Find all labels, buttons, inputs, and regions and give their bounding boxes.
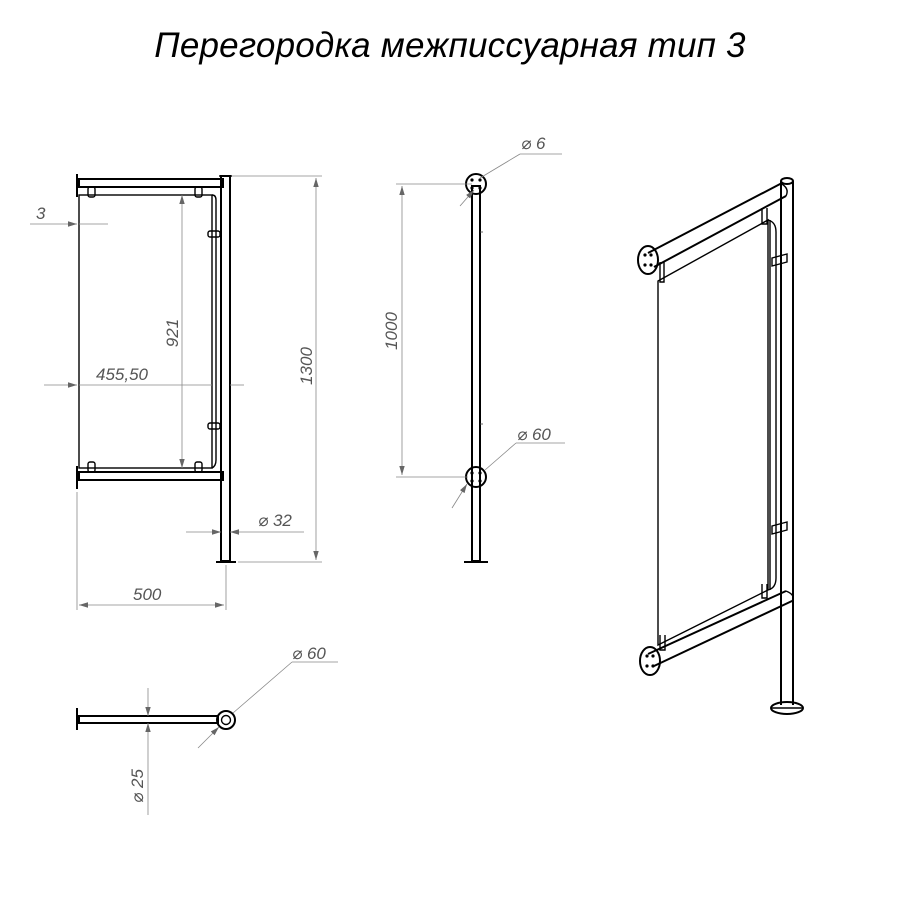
top-view: ⌀ 25 ⌀ 60 — [76, 644, 338, 815]
dim-thickness: 3 — [36, 204, 46, 223]
top-view-flange — [216, 710, 236, 730]
bolt-hole — [478, 479, 482, 483]
side-post — [471, 185, 481, 562]
top-clip-left — [87, 186, 96, 198]
iso-side-clip-top — [771, 253, 788, 267]
iso-flange-bottom — [639, 646, 661, 676]
bolt-hole — [470, 186, 474, 190]
iso-flange-top — [637, 245, 659, 275]
iso-side-clip-bottom — [771, 521, 788, 535]
dim-bolt-diameter: ⌀ 6 — [521, 134, 546, 153]
iso-top-rail — [647, 182, 787, 268]
dim-mount-spacing: 1000 — [382, 312, 401, 350]
bolt-hole — [470, 471, 474, 475]
top-clip-right — [194, 186, 203, 198]
bolt-hole — [478, 178, 482, 182]
dim-panel-height: 921 — [163, 319, 182, 347]
isometric-view — [637, 177, 804, 715]
bolt-hole — [470, 479, 474, 483]
side-clip-top — [207, 230, 221, 238]
dim-total-height: 1300 — [297, 347, 316, 385]
iso-clip — [659, 635, 666, 651]
bolt-hole — [478, 186, 482, 190]
iso-post — [780, 181, 794, 705]
bolt-hole — [470, 178, 474, 182]
side-view: 1000 ⌀ 6 ⌀ 60 — [382, 134, 565, 563]
iso-clip — [659, 262, 665, 283]
bottom-rail — [78, 471, 224, 481]
dim-half-width: 455,50 — [96, 365, 149, 384]
side-flange-bottom — [465, 466, 487, 488]
side-clip-bottom — [207, 422, 221, 430]
bottom-clip-left — [87, 461, 96, 473]
iso-bottom-rail — [647, 590, 793, 667]
dim-flange-diameter-side: ⌀ 60 — [517, 425, 551, 444]
dim-rail-diameter: ⌀ 25 — [128, 769, 147, 803]
dim-total-width: 500 — [133, 585, 162, 604]
dim-flange-diameter-top: ⌀ 60 — [292, 644, 326, 663]
bolt-hole — [478, 471, 482, 475]
top-view-rail — [78, 715, 219, 724]
dim-post-diameter: ⌀ 32 — [258, 511, 292, 530]
top-rail — [78, 178, 224, 188]
iso-post-cap — [780, 177, 794, 185]
page-title: Перегородка межписсуарная тип 3 — [154, 26, 746, 65]
top-view-post — [220, 714, 232, 726]
front-view: 3 921 455,50 1300 ⌀ 32 500 — [30, 174, 322, 610]
iso-panel-side-rail — [767, 219, 777, 591]
iso-clip — [761, 584, 768, 599]
main-post — [220, 175, 231, 562]
iso-glass-panel — [657, 218, 769, 647]
panel-side-rail — [211, 194, 217, 469]
iso-clip — [761, 208, 768, 225]
glass-panel — [78, 194, 213, 469]
bottom-clip-right — [194, 461, 203, 473]
